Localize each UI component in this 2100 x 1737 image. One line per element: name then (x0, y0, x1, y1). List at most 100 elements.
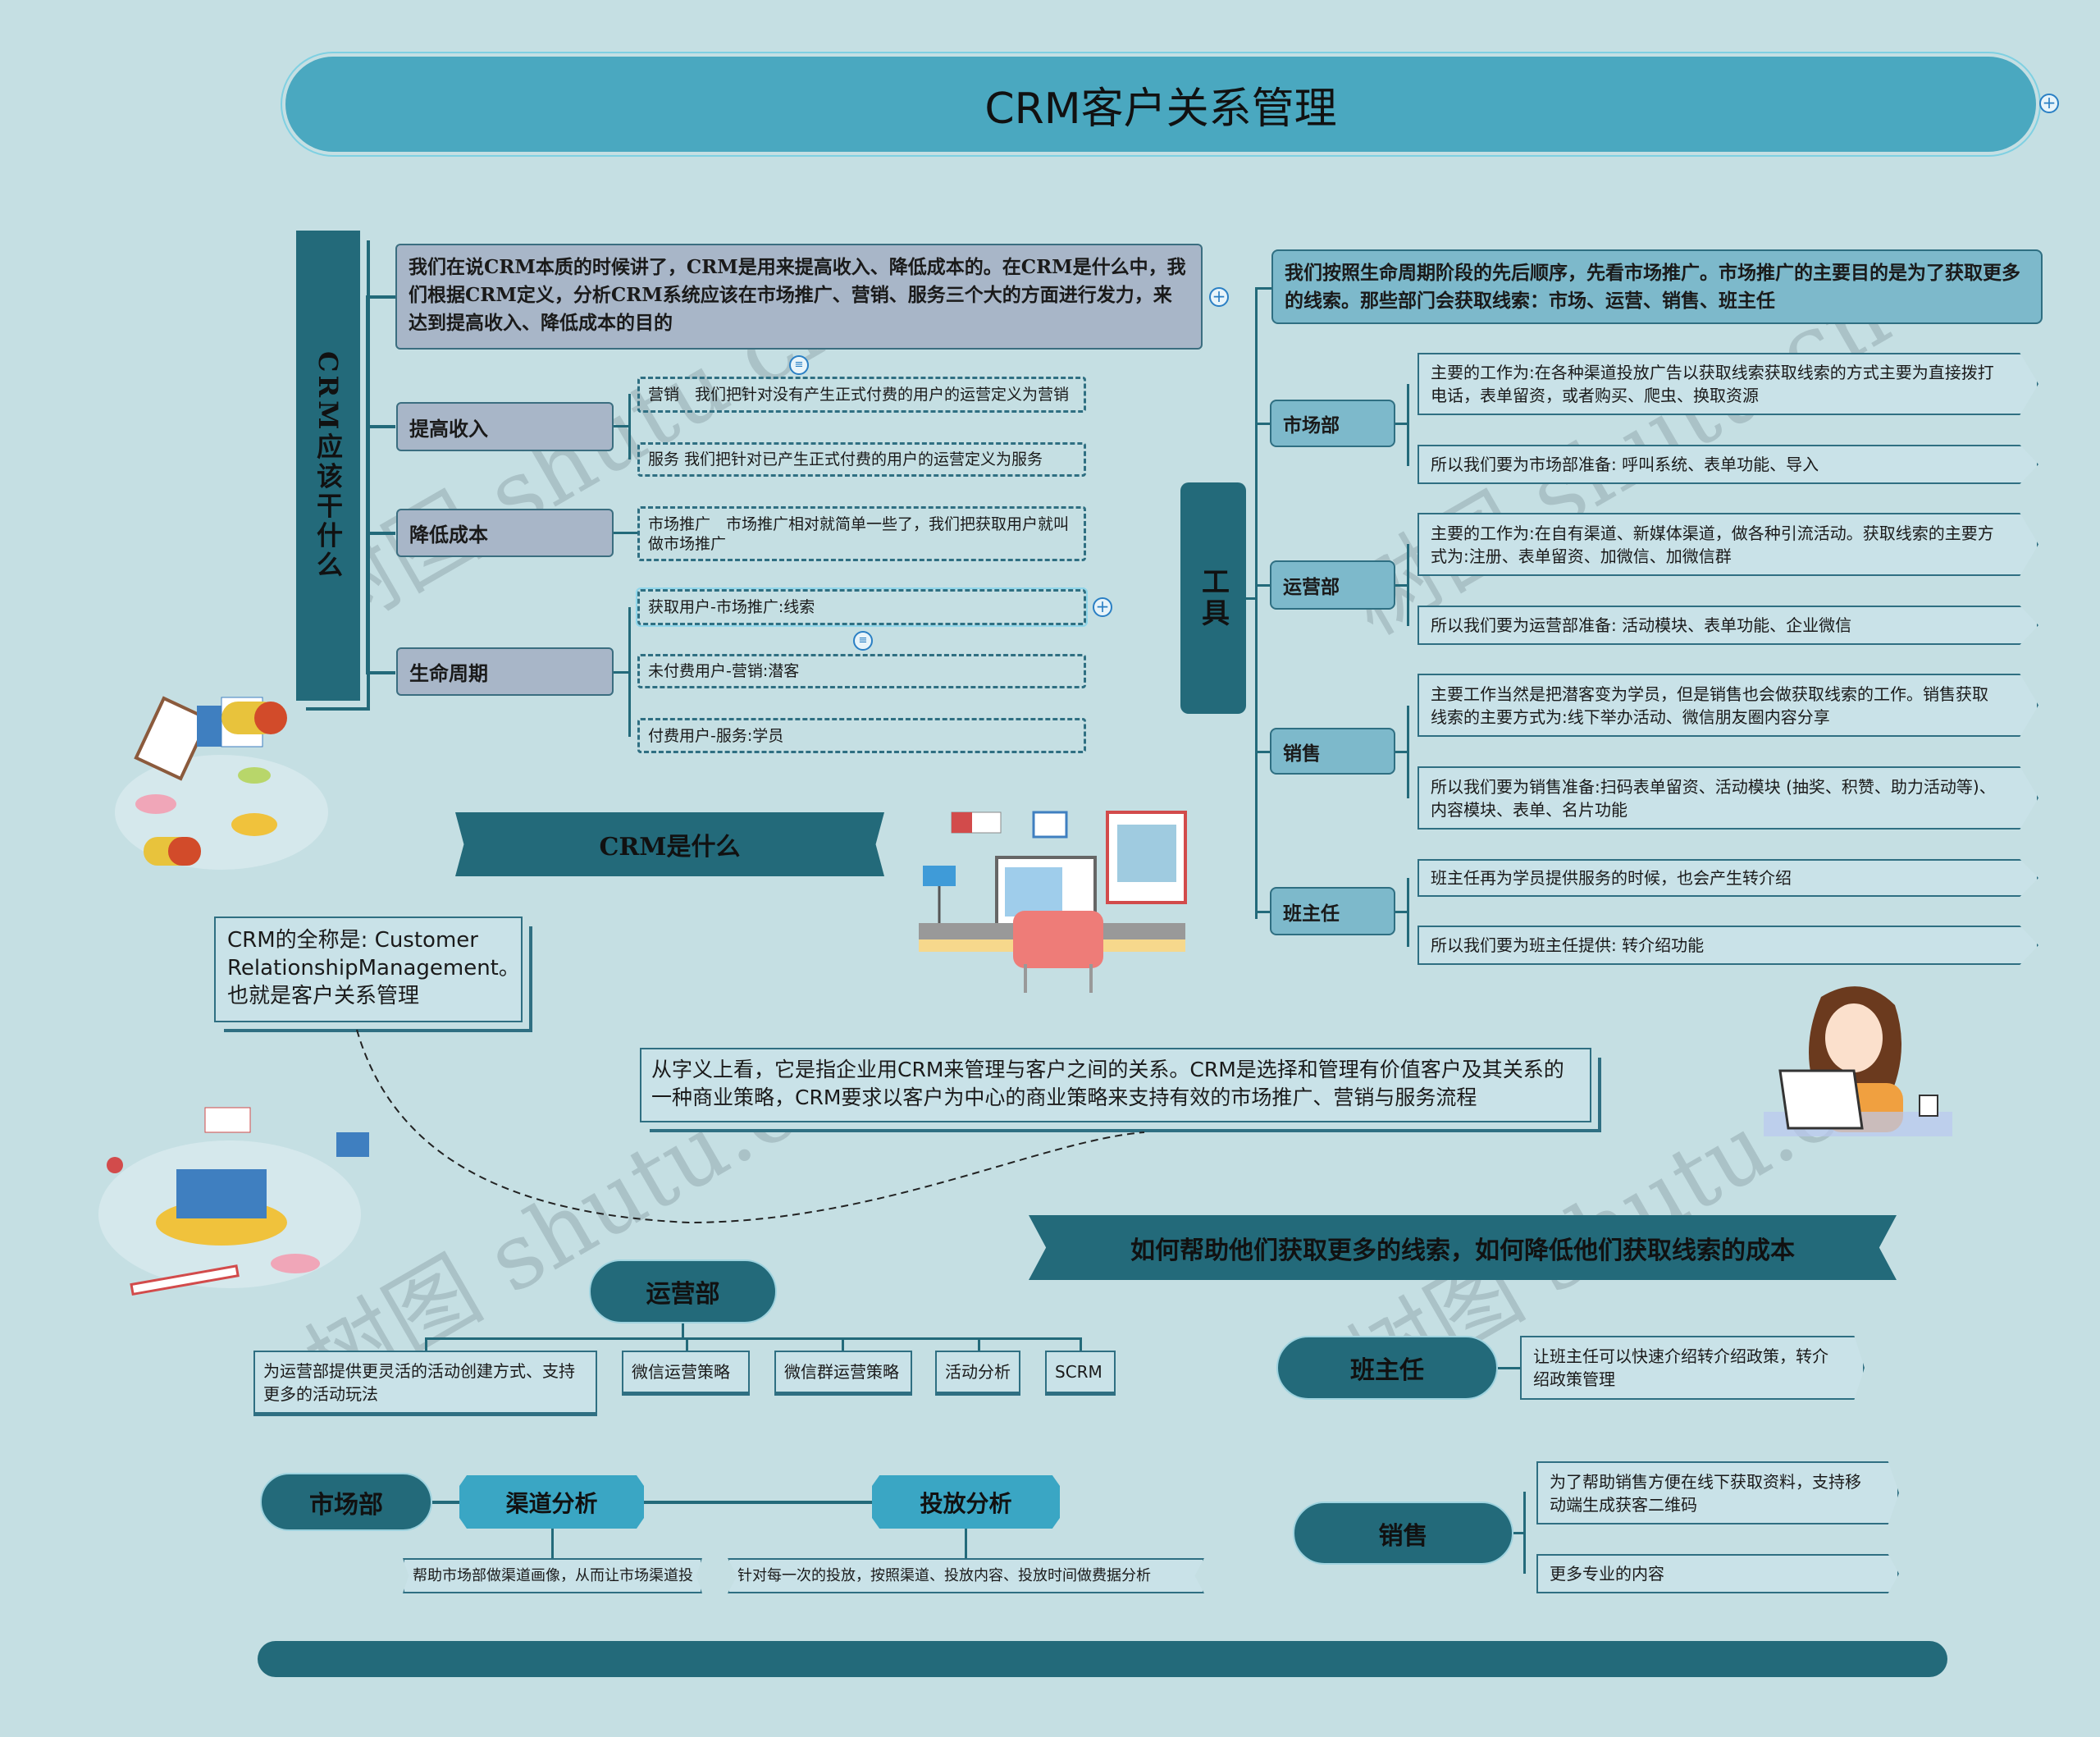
crm-definition-note[interactable]: 从字义上看，它是指企业用CRM来管理与客户之间的关系。CRM是选择和管理有价值客… (640, 1048, 1591, 1122)
intro-text: 我们在说CRM本质的时候讲了，CRM是用来提高收入、降低成本的。在CRM是什么中… (409, 256, 1186, 334)
leaf-text: 主要的工作为:在自有渠道、新媒体渠道，做各种引流活动。获取线索的主要方式为:注册… (1431, 523, 1994, 566)
intro-node[interactable]: 我们在说CRM本质的时候讲了，CRM是用来提高收入、降低成本的。在CRM是什么中… (395, 244, 1203, 350)
dept-leaf[interactable]: 所以我们要为销售准备:扫码表单留资、活动模块 (抽奖、积赞、助力活动等)、内容模… (1418, 766, 2038, 830)
sales-leaf[interactable]: 更多专业的内容 (1536, 1554, 1899, 1593)
connector (1395, 751, 1408, 753)
leaf-text: 营销 我们把针对没有产生正式付费的用户的运营定义为营销 (648, 386, 1070, 404)
sales-leaf[interactable]: 为了帮助销售方便在线下获取资料，支持移动端生成获客二维码 (1536, 1461, 1899, 1524)
leaf-market-promo[interactable]: 市场推广 市场推广相对就简单一些了，我们把获取用户就叫做市场推广 (637, 506, 1086, 561)
leaf-text: 微信群运营策略 (784, 1362, 899, 1382)
expand-plus-icon[interactable]: + (2039, 94, 2059, 113)
connector (1498, 1367, 1520, 1369)
connector (366, 671, 395, 674)
teacher-pill[interactable]: 班主任 (1276, 1336, 1498, 1400)
topic-label: CRM应该干什么 (313, 350, 344, 581)
leaf-text: 微信运营策略 (632, 1362, 730, 1382)
branch-lifecycle[interactable]: 生命周期 (396, 647, 614, 696)
ops-leaf[interactable]: 微信群运营策略 (774, 1351, 912, 1393)
dept-leaf[interactable]: 所以我们要为运营部准备: 活动模块、表单功能、企业微信 (1418, 606, 2038, 645)
expand-plus-icon[interactable]: + (1093, 597, 1112, 617)
ops-leaf[interactable]: 活动分析 (935, 1351, 1020, 1393)
woman-laptop-illustration (1764, 986, 1952, 1136)
collapse-note-icon[interactable]: ≡ (789, 355, 809, 375)
teacher-leaf[interactable]: 让班主任可以快速介绍转介绍政策，转介绍政策管理 (1520, 1336, 1865, 1400)
dept-market[interactable]: 市场部 (1270, 400, 1395, 447)
topic-label: 工具 (1196, 567, 1230, 629)
delivery-analysis-node[interactable]: 投放分析 (872, 1475, 1060, 1529)
page-title: CRM客户关系管理 (984, 84, 1337, 134)
pill-label: 市场部 (309, 1490, 383, 1520)
connector (1255, 287, 1271, 290)
connector (1407, 878, 1409, 947)
dept-leaf[interactable]: 主要的工作为:在各种渠道投放广告以获取线索获取线索的方式主要为直接拨打电话，表单… (1418, 353, 2038, 415)
connector (614, 671, 630, 674)
connector (1255, 911, 1270, 913)
leaf-unpaid[interactable]: 未付费用户-营销:潜客 (637, 654, 1086, 688)
dept-leaf[interactable]: 主要的工作为:在自有渠道、新媒体渠道，做各种引流活动。获取线索的主要方式为:注册… (1418, 513, 2038, 576)
dept-leaf[interactable]: 所以我们要为班主任提供: 转介绍功能 (1418, 926, 2038, 965)
footer-bar (258, 1641, 1947, 1677)
connector (686, 1337, 688, 1351)
channel-analysis-leaf[interactable]: 帮助市场部做渠道画像，从而让市场渠道投 (403, 1558, 702, 1593)
banner-label: 如何帮助他们获取更多的线索，如何降低他们获取线索的成本 (1130, 1236, 1795, 1265)
connector (965, 1529, 967, 1558)
leaf-text: SCRM (1055, 1362, 1102, 1382)
leaf-text: 更多专业的内容 (1550, 1564, 1664, 1584)
leaf-acquire[interactable]: 获取用户-市场推广:线索 (636, 587, 1088, 627)
leaf-text: 让班主任可以快速介绍转介绍政策，转介绍政策管理 (1533, 1346, 1828, 1389)
branch-reduce-cost[interactable]: 降低成本 (396, 509, 614, 557)
connector (432, 1501, 875, 1504)
leaf-text: 主要工作当然是把潜客变为学员，但是销售也会做获取线索的工作。销售获取线索的主要方… (1431, 683, 1988, 727)
market-pill[interactable]: 市场部 (260, 1473, 432, 1531)
node-label: 投放分析 (920, 1489, 1012, 1517)
connector (1255, 423, 1270, 425)
ops-leaf[interactable]: SCRM (1045, 1351, 1116, 1393)
channel-analysis-node[interactable]: 渠道分析 (459, 1475, 644, 1529)
sales-pill[interactable]: 销售 (1293, 1502, 1513, 1565)
crm-what-banner[interactable]: CRM是什么 (455, 812, 884, 876)
help-banner[interactable]: 如何帮助他们获取更多的线索，如何降低他们获取线索的成本 (1029, 1215, 1897, 1280)
leaf-service[interactable]: 服务 我们把针对已产生正式付费的用户的运营定义为服务 (637, 442, 1086, 477)
tools-intro-node[interactable]: 我们按照生命周期阶段的先后顺序，先看市场推广。市场推广的主要目的是为了获取更多的… (1271, 249, 2043, 324)
ops-leaf[interactable]: 微信运营策略 (622, 1351, 750, 1393)
ops-leaf[interactable]: 为运营部提供更灵活的活动创建方式、支持更多的活动玩法 (253, 1351, 597, 1414)
dept-sales[interactable]: 销售 (1270, 728, 1395, 775)
pill-label: 运营部 (646, 1280, 720, 1309)
note-text: CRM的全称是: Customer RelationshipManagement… (227, 928, 520, 1008)
healthcare-illustration (98, 1107, 369, 1296)
node-label: 渠道分析 (505, 1489, 598, 1517)
connector (1395, 423, 1408, 425)
connector (628, 394, 631, 459)
dept-leaf[interactable]: 班主任再为学员提供服务的时候，也会产生转介绍 (1418, 859, 2038, 897)
title-bar[interactable]: CRM客户关系管理 (281, 52, 2041, 157)
collapse-note-icon[interactable]: ≡ (853, 631, 873, 651)
crm-should-do-topic[interactable]: CRM应该干什么 (296, 231, 360, 701)
leaf-text: 所以我们要为班主任提供: 转介绍功能 (1431, 935, 1705, 955)
crm-fullname-note[interactable]: CRM的全称是: Customer RelationshipManagement… (214, 916, 523, 1022)
connector (628, 607, 631, 737)
leaf-marketing[interactable]: 营销 我们把针对没有产生正式付费的用户的运营定义为营销 (637, 377, 1086, 413)
connector (366, 295, 369, 673)
intro-text: 我们按照生命周期阶段的先后顺序，先看市场推广。市场推广的主要目的是为了获取更多的… (1285, 261, 2020, 312)
dept-ops[interactable]: 运营部 (1270, 560, 1395, 610)
branch-increase-revenue[interactable]: 提高收入 (396, 402, 614, 451)
leaf-text: 未付费用户-营销:潜客 (648, 662, 800, 680)
dept-leaf[interactable]: 主要工作当然是把潜客变为学员，但是销售也会做获取线索的工作。销售获取线索的主要方… (1418, 674, 2038, 737)
leaf-text: 为了帮助销售方便在线下获取资料，支持移动端生成获客二维码 (1550, 1471, 1861, 1515)
dashed-relation-curve (356, 1029, 1145, 1224)
ops-pill[interactable]: 运营部 (589, 1259, 777, 1323)
office-desk-illustration (919, 811, 1187, 993)
connector (1255, 751, 1270, 753)
leaf-text: 获取用户-市场推广:线索 (648, 598, 815, 616)
dept-leaf[interactable]: 所以我们要为市场部准备: 呼叫系统、表单功能、导入 (1418, 445, 2038, 484)
connector (551, 1529, 554, 1558)
connector (1513, 1532, 1525, 1534)
leaf-paid[interactable]: 付费用户-服务:学员 (637, 718, 1086, 753)
dept-teacher[interactable]: 班主任 (1270, 887, 1395, 935)
delivery-analysis-leaf[interactable]: 针对每一次的投放，按照渠道、投放内容、投放时间做费据分析 (728, 1558, 1204, 1593)
tools-topic[interactable]: 工具 (1180, 482, 1246, 714)
note-text: 从字义上看，它是指企业用CRM来管理与客户之间的关系。CRM是选择和管理有价值客… (651, 1058, 1564, 1109)
expand-plus-icon[interactable]: + (1209, 287, 1229, 307)
connector (366, 295, 395, 299)
connector (1080, 1337, 1082, 1351)
